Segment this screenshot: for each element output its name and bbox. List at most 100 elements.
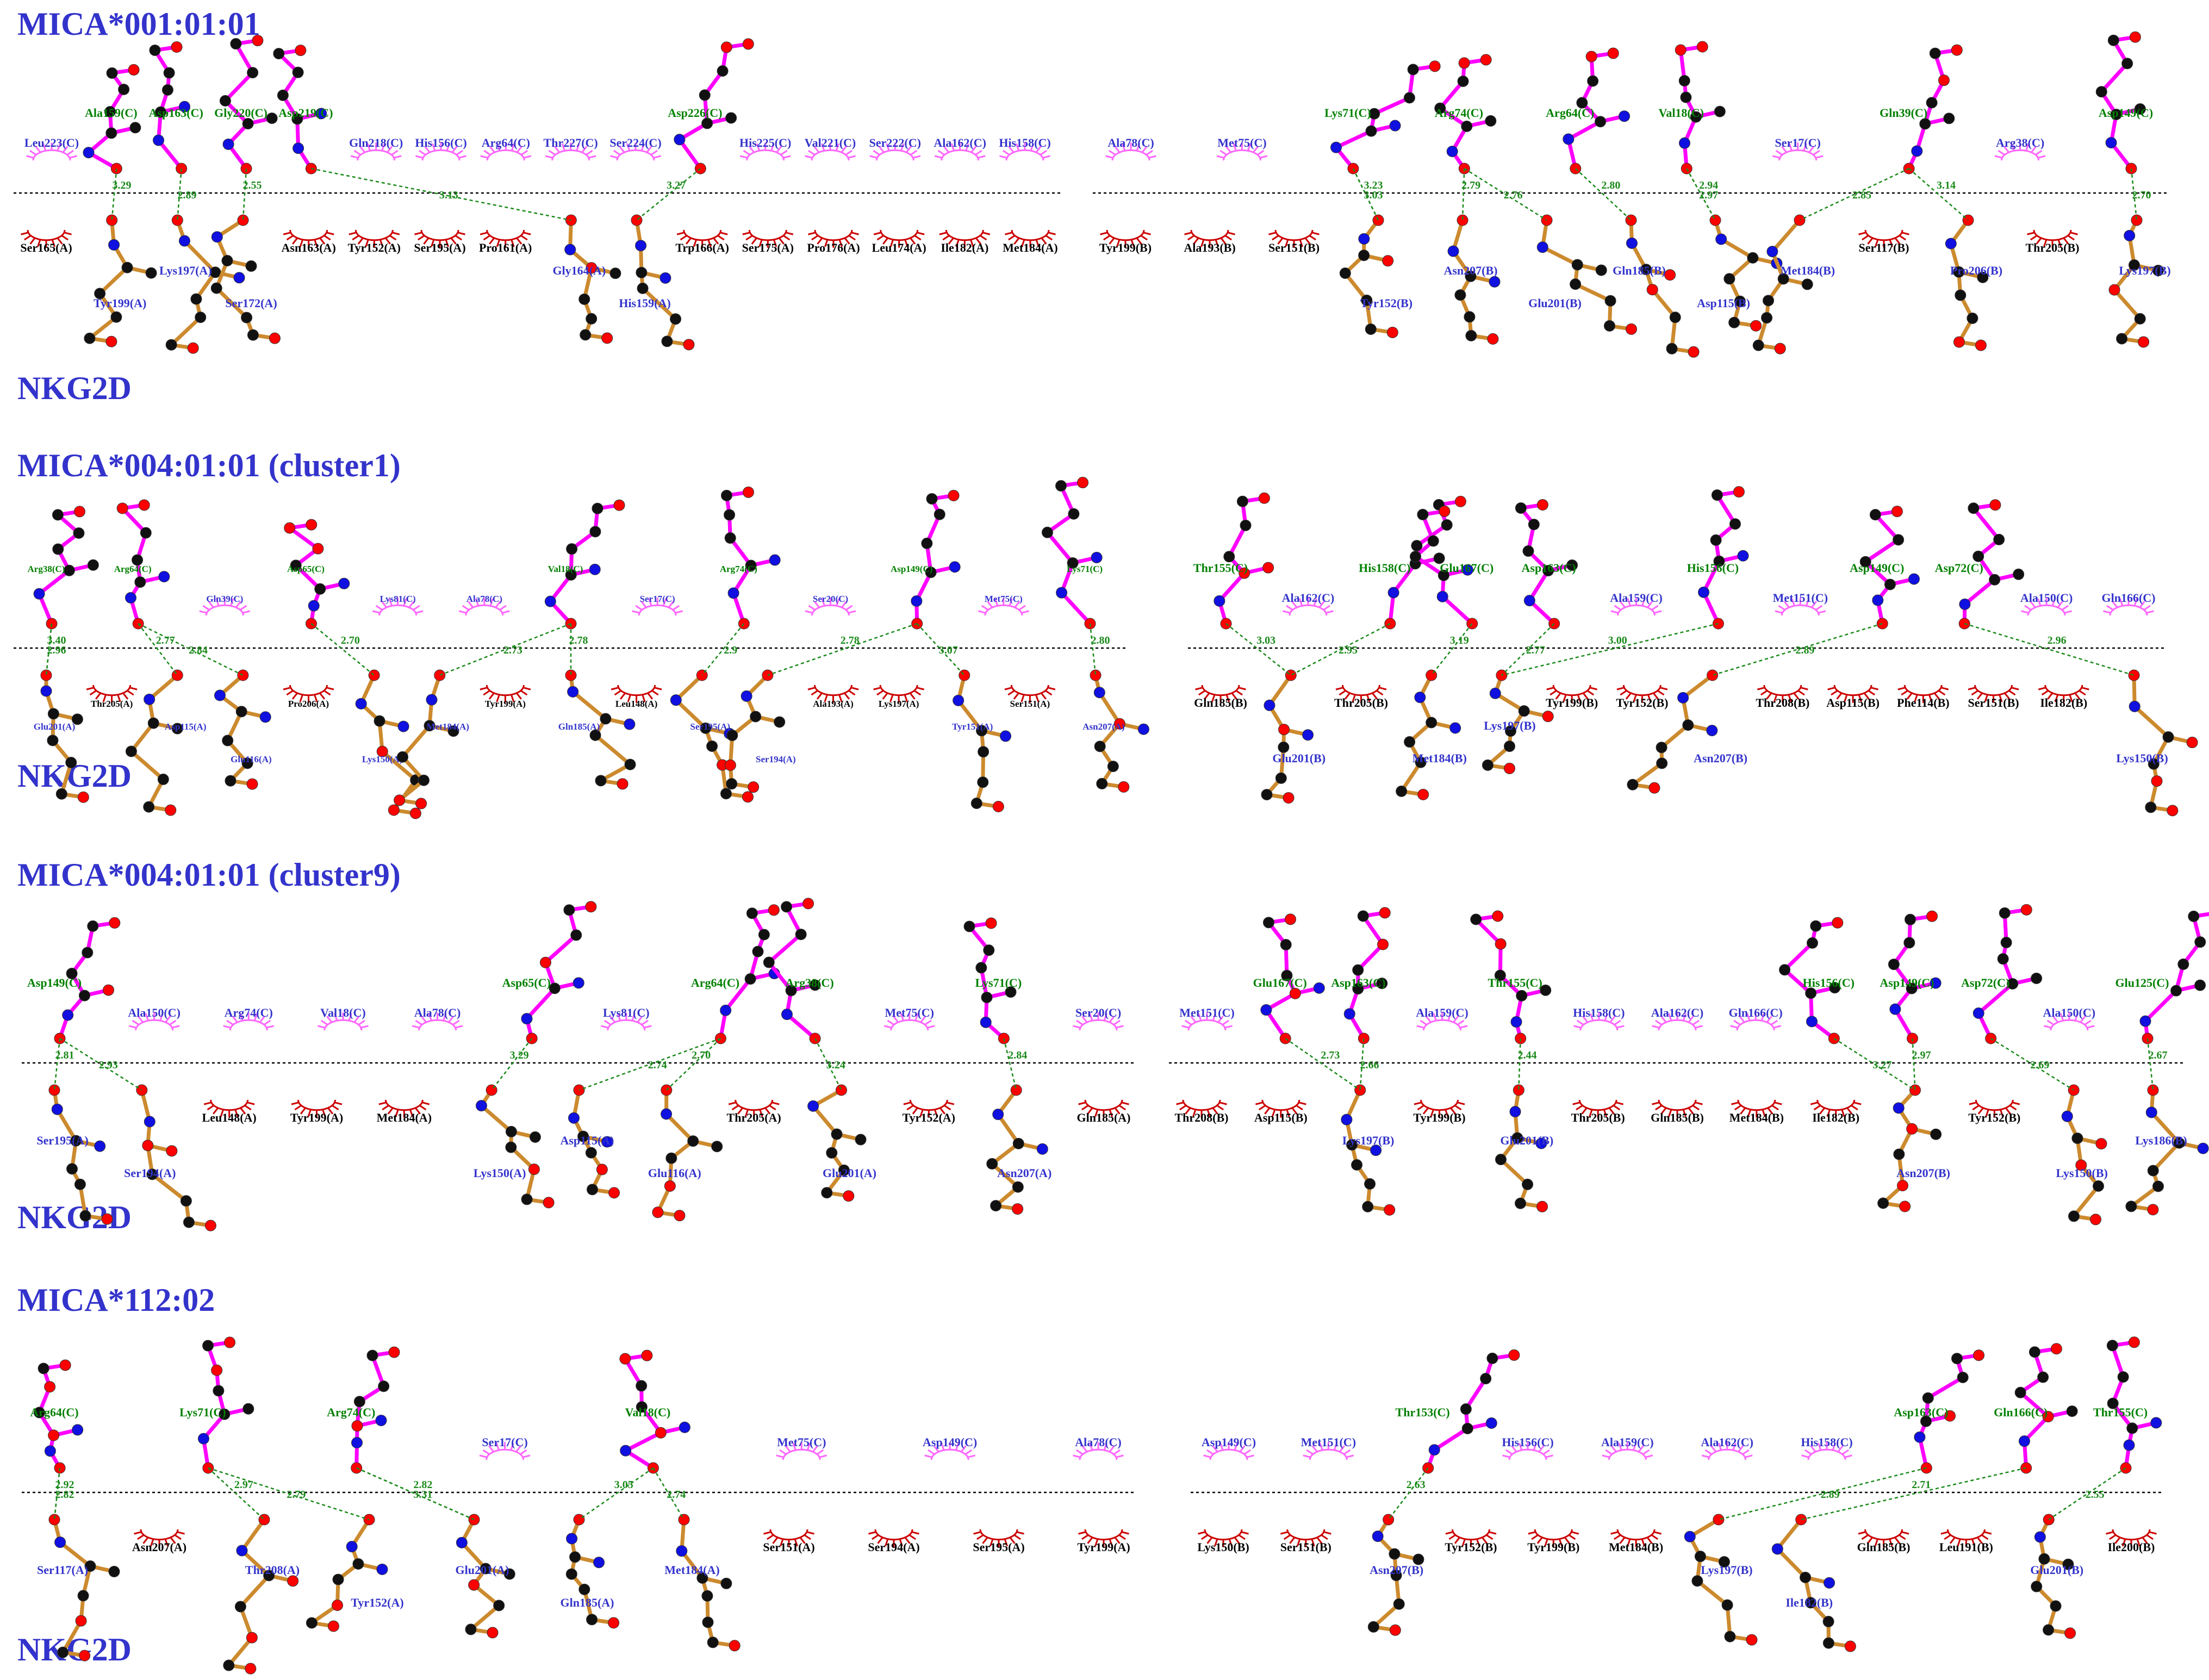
hydrogen-bond — [1359, 1038, 1365, 1091]
c-residue-gln166c-residue-structure — [2014, 1343, 2078, 1474]
b-residue-glu201a-label: Glu201(A) — [823, 1166, 876, 1180]
c-residue-glu125c-label: Glu125(C) — [2115, 976, 2169, 990]
b-residue-ser151b-label: Ser151(B) — [1268, 241, 1320, 254]
c-residue-val221c-label: Val221(C) — [805, 136, 856, 150]
c-residue-arg74c-label: Arg74(C) — [225, 1006, 273, 1019]
hbond-distance-label: 3.40 — [47, 634, 66, 646]
b-residue-lys150b-contact-arc — [1198, 1529, 1249, 1547]
b-residue-ser117b-contact-arc — [1858, 229, 1909, 248]
interface-panel-4-1: Arg64(C)Lys71(C)Arg74(C)Ser17(C)Val18(C)… — [22, 1336, 1136, 1675]
c-residue-asp149c-label: Asp149(C) — [1880, 976, 1934, 990]
b-residue-asp115a-residue-structure — [125, 669, 183, 816]
b-residue-thr208b-contact-arc — [1176, 1099, 1227, 1118]
hbond-distance-label: 2.89 — [1821, 1489, 1840, 1501]
hydrogen-bond — [177, 168, 182, 221]
c-residue-arg64c-residue-structure — [33, 1359, 84, 1474]
b-residue-ala193a-label: Ala193(A) — [813, 699, 854, 709]
c-residue-his158c-label: His158(C) — [1573, 1006, 1625, 1019]
b-residue-pro161a-contact-arc — [480, 229, 531, 248]
c-residue-arg38c-residue-structure — [763, 898, 821, 1044]
b-residue-asp115a-label: Asp115(A) — [165, 721, 207, 732]
b-residue-lys197a-label: Lys197(A) — [879, 699, 919, 709]
hydrogen-bond — [1908, 168, 1969, 221]
c-residue-gln39c-label: Gln39(C) — [206, 594, 243, 604]
hydrogen-bond — [1799, 167, 1909, 221]
b-residue-tyr152a-label: Tyr152(A) — [351, 1596, 403, 1609]
b-residue-leu148a-contact-arc — [203, 1099, 255, 1118]
c-residue-ser17c-contact-arc — [632, 598, 683, 616]
c-residue-ser20c-contact-arc — [1073, 1012, 1124, 1031]
c-residue-ala162c-label: Ala162(C) — [1701, 1435, 1753, 1449]
b-residue-ser165a-label: Ser165(A) — [20, 241, 72, 254]
b-residue-lys150b-residue-structure — [2061, 1084, 2107, 1225]
c-residue-ser17c-label: Ser17(C) — [482, 1435, 527, 1449]
hydrogen-bond — [1285, 1037, 1361, 1091]
b-residue-asn207a-label: Asn207(A) — [1082, 721, 1124, 732]
c-residue-asp65c-residue-structure — [284, 519, 350, 630]
interface-panel-3-2: Met151(C)Glu167(C)Asp163(C)Ala159(C)Thr1… — [1169, 904, 2209, 1225]
b-residue-thr205b-contact-arc — [2027, 229, 2078, 248]
b-residue-ser194a-residue-structure — [136, 1084, 216, 1231]
b-residue-gln185b-label: Gln185(B) — [1651, 1111, 1704, 1124]
c-residue-asp149c-residue-structure — [1888, 910, 1942, 1044]
b-residue-ser165a-contact-arc — [21, 229, 72, 248]
c-residue-asp163c-label: Asp163(C) — [1522, 561, 1576, 575]
c-residue-ala162c-contact-arc — [1283, 598, 1334, 616]
hbond-distance-label: 2.95 — [1339, 644, 1358, 656]
hbond-distance-label: 2.70 — [341, 634, 360, 646]
c-residue-ala159c-label: Ala159(C) — [85, 106, 138, 120]
hydrogen-bond — [1518, 1038, 1521, 1091]
c-residue-val18c-contact-arc — [318, 1012, 369, 1031]
c-residue-lys71c-residue-structure — [1330, 60, 1441, 175]
hydrogen-bond — [1290, 623, 1391, 676]
c-residue-arg38c-contact-arc — [1994, 142, 2046, 161]
c-residue-ala78c-label: Ala78(C) — [414, 1006, 461, 1019]
c-residue-ser20c-label: Ser20(C) — [1075, 1006, 1121, 1019]
b-residue-gln185a-label: Gln185(A) — [558, 721, 600, 732]
b-residue-asn207b-label: Asn207(B) — [1694, 751, 1747, 765]
b-residue-tyr152b-label: Tyr152(B) — [1968, 1111, 2020, 1124]
b-residue-ser194a-residue-structure — [724, 669, 786, 793]
c-residue-met151c-contact-arc — [1303, 1442, 1354, 1460]
b-residue-phe114b-label: Phe114(B) — [1897, 696, 1950, 710]
b-residue-asn207a-label: Asn207(A) — [997, 1166, 1051, 1180]
b-residue-asn163a-contact-arc — [283, 229, 334, 248]
c-residue-thr155c-label: Thr155(C) — [2093, 1405, 2148, 1419]
c-residue-his156c-label: His156(C) — [415, 136, 466, 150]
c-residue-asp149c-label: Asp149(C) — [2099, 106, 2153, 120]
b-residue-lys197b-residue-structure — [1482, 669, 1554, 774]
b-residue-tyr199b-contact-arc — [1414, 1099, 1465, 1118]
b-residue-thr205a-contact-arc — [728, 1099, 780, 1118]
b-residue-pro176a-label: Pro176(A) — [807, 241, 860, 254]
hbond-distance-label: 2.89 — [178, 189, 197, 201]
b-residue-leu148a-contact-arc — [611, 685, 662, 703]
b-residue-pro206b-residue-structure — [1945, 214, 1989, 351]
c-residue-asp163c-residue-structure — [1515, 499, 1578, 630]
hydrogen-bond — [652, 1467, 685, 1520]
c-residue-his158c-label: His158(C) — [999, 136, 1050, 150]
c-residue-ala150c-label: Ala150(C) — [128, 1006, 181, 1019]
c-residue-leu223c-contact-arc — [26, 142, 77, 161]
c-residue-ala159c-label: Ala159(C) — [1610, 591, 1663, 605]
b-residue-tyr199b-contact-arc — [1546, 685, 1598, 703]
b-residue-ser175a-contact-arc — [742, 229, 794, 248]
hbond-distance-label: 3.27 — [667, 179, 686, 191]
c-residue-asp72c-residue-structure — [1958, 499, 2025, 630]
hbond-distance-label: 2.93 — [99, 1059, 118, 1071]
b-residue-gln185b-label: Gln185(B) — [1194, 696, 1247, 710]
b-residue-met184b-label: Met184(B) — [1781, 264, 1835, 277]
c-residue-ala78c-contact-arc — [412, 1012, 463, 1031]
b-residue-glu201b-label: Glu201(B) — [1500, 1134, 1553, 1147]
b-residue-tyr199b-label: Tyr199(B) — [1099, 241, 1152, 254]
c-residue-arg38c-label: Arg38(C) — [28, 564, 65, 574]
c-residue-asp226c-label: Asp226(C) — [668, 106, 722, 120]
c-residue-his158c-contact-arc — [1801, 1442, 1852, 1460]
hydrogen-bond — [1003, 1038, 1017, 1091]
c-residue-glu167c-label: Glu167(C) — [1440, 561, 1494, 575]
b-residue-met184b-residue-structure — [1396, 669, 1461, 800]
b-residue-met184b-contact-arc — [1731, 1099, 1782, 1118]
b-residue-ser194a-label: Ser194(A) — [124, 1166, 176, 1180]
c-residue-val18c-label: Val18(C) — [548, 564, 583, 574]
c-residue-gln39c-label: Gln39(C) — [1880, 106, 1927, 120]
c-residue-val18c-label: Val18(C) — [320, 1006, 366, 1019]
